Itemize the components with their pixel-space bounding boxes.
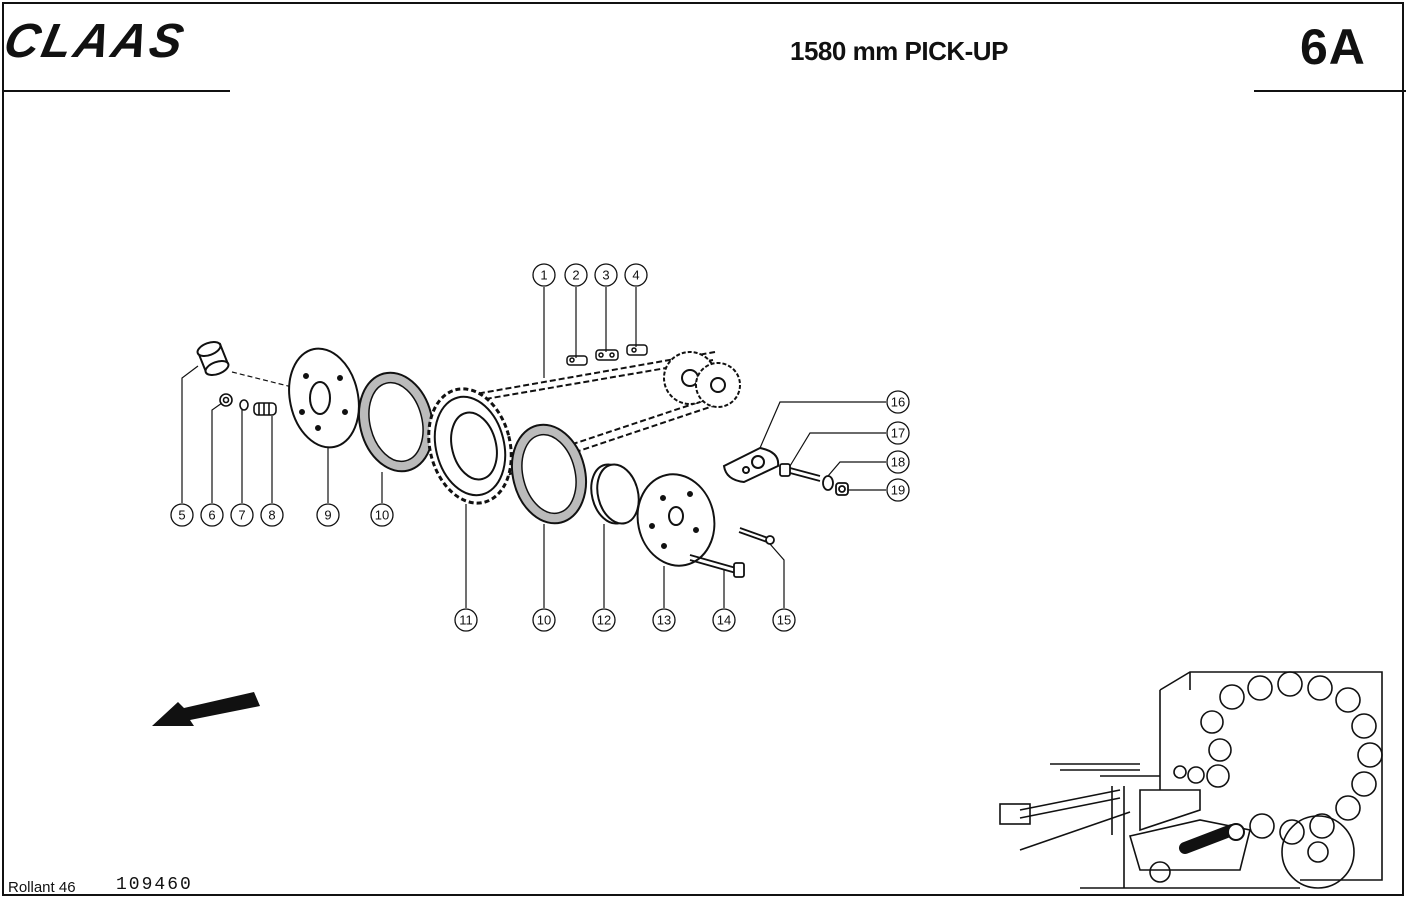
big-sprocket (427, 387, 513, 505)
callout-15: 15 (772, 608, 796, 632)
chain-links (566, 344, 648, 366)
header-rule-left (4, 90, 230, 92)
leader-lines (181, 287, 886, 608)
svg-text:13: 13 (657, 613, 671, 628)
callout-14: 14 (712, 608, 736, 632)
svg-text:8: 8 (268, 508, 275, 523)
ring-12 (590, 463, 640, 525)
header-rule-right (1254, 90, 1406, 92)
callout-12: 12 (592, 608, 616, 632)
bolt-14 (689, 554, 745, 578)
svg-text:12: 12 (597, 613, 611, 628)
callout-8: 8 (260, 503, 284, 527)
callout-7: 7 (230, 503, 254, 527)
small-fasteners (219, 393, 277, 416)
friction-ring-left (358, 371, 434, 473)
bolt-17-set (779, 463, 849, 496)
pressure-plate (636, 473, 716, 567)
svg-text:4: 4 (632, 268, 639, 283)
callout-3: 3 (594, 263, 618, 287)
direction-arrow-icon (152, 692, 260, 726)
svg-text:9: 9 (324, 508, 331, 523)
drive-sprockets (663, 351, 741, 408)
callout-6: 6 (200, 503, 224, 527)
bushing (196, 341, 230, 376)
svg-text:19: 19 (891, 483, 905, 498)
svg-text:16: 16 (891, 395, 905, 410)
callout-2: 2 (564, 263, 588, 287)
page-code: 6A (1300, 19, 1366, 75)
svg-text:17: 17 (891, 426, 905, 441)
model-name: Rollant 46 (8, 879, 76, 896)
callout-13: 13 (652, 608, 676, 632)
friction-ring-right (511, 423, 587, 525)
pin-15 (738, 527, 775, 545)
bracket-16 (722, 446, 780, 484)
callout-10-left: 10 (370, 503, 394, 527)
callout-4: 4 (624, 263, 648, 287)
svg-text:11: 11 (459, 613, 473, 628)
callout-9: 9 (316, 503, 340, 527)
callout-19: 19 (886, 478, 910, 502)
callout-16: 16 (886, 390, 910, 414)
svg-text:10: 10 (537, 613, 551, 628)
svg-text:7: 7 (238, 508, 245, 523)
callout-11: 11 (454, 608, 478, 632)
callout-18: 18 (886, 450, 910, 474)
svg-text:10: 10 (375, 508, 389, 523)
svg-text:1: 1 (540, 268, 547, 283)
document-number: 109460 (116, 875, 193, 895)
callout-5: 5 (170, 503, 194, 527)
baler-location-illustration (999, 671, 1383, 889)
page-title: 1580 mm PICK-UP (790, 36, 1008, 66)
callout-17: 17 (886, 421, 910, 445)
svg-text:2: 2 (572, 268, 579, 283)
svg-text:15: 15 (777, 613, 791, 628)
svg-text:6: 6 (208, 508, 215, 523)
callout-1: 1 (532, 263, 556, 287)
disc-9 (288, 347, 360, 449)
pickup-drive-highlight (1179, 823, 1245, 854)
svg-text:3: 3 (602, 268, 609, 283)
svg-text:5: 5 (178, 508, 185, 523)
callout-10-right: 10 (532, 608, 556, 632)
svg-text:14: 14 (717, 613, 731, 628)
svg-text:18: 18 (891, 455, 905, 470)
